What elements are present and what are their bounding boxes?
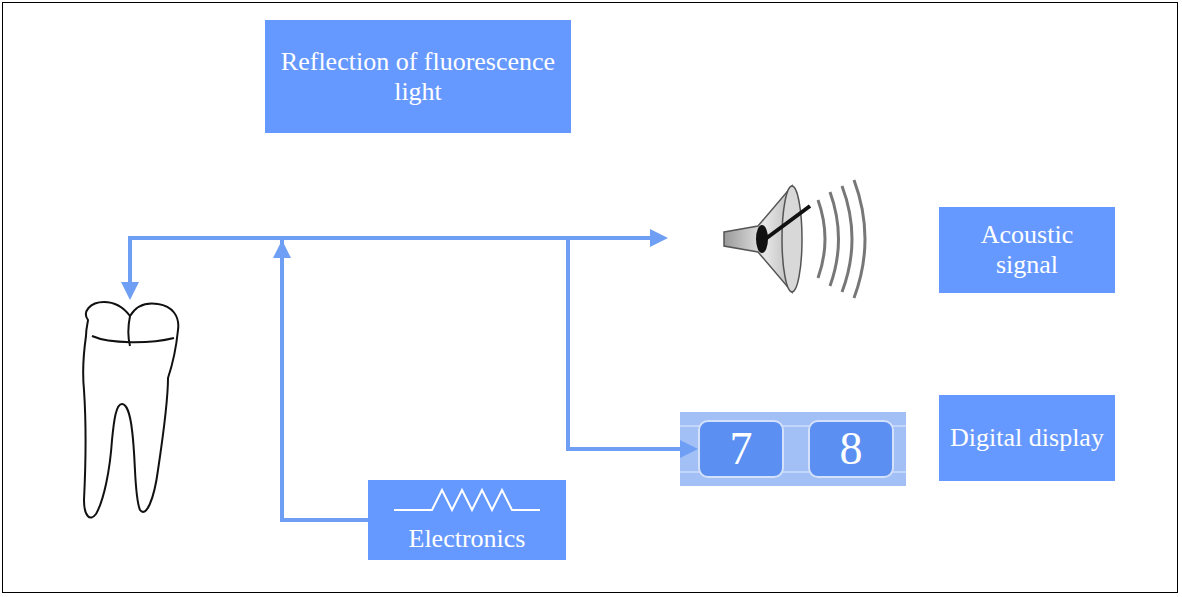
box-label: Acoustic signal xyxy=(949,220,1105,280)
output-label-box: Digital display xyxy=(939,395,1115,481)
signal-connector xyxy=(282,238,698,520)
waveform-symbol xyxy=(392,484,542,514)
display-digit: 8 xyxy=(808,420,894,478)
box-label: Reflection of fluorescence light xyxy=(275,47,561,107)
box-label: Digital display xyxy=(950,423,1104,453)
output-label-box: Acoustic signal xyxy=(939,207,1115,293)
speaker-icon xyxy=(724,180,865,298)
electronics-box: Electronics xyxy=(368,480,566,560)
display-digit: 7 xyxy=(698,420,784,478)
display-panel xyxy=(680,412,906,486)
box-label: Electronics xyxy=(409,524,526,554)
digit-text: 7 xyxy=(730,426,753,472)
digit-text: 8 xyxy=(840,426,863,472)
tooth-illustration xyxy=(83,302,178,518)
label-box: Reflection of fluorescence light xyxy=(265,20,571,133)
signal-wires xyxy=(130,236,652,284)
